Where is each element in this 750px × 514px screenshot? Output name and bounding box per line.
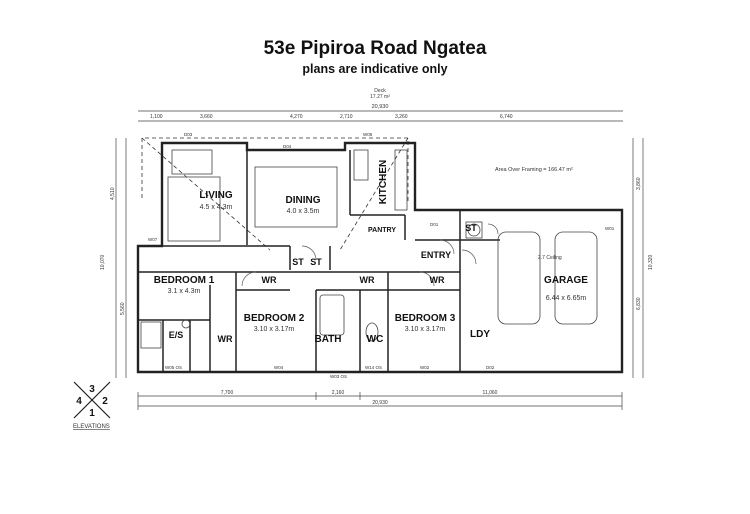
top-dimensions: 20,930 1,100 3,660 4,270 2,710 3,260 6,7… — [138, 88, 623, 122]
room-living-size: 4.5 x 4.3m — [200, 204, 233, 211]
room-bedroom-1: BEDROOM 1 — [154, 275, 215, 286]
room-labels: LIVING 4.5 x 4.3m DINING 4.0 x 3.5m KITC… — [154, 160, 589, 345]
bottom-dimensions: 7,700 2,160 11,060 20,930 — [137, 390, 623, 410]
window-door-tags: D03 D04 W05 W07 D01 W01 W02 D02 W03 OS W… — [148, 132, 615, 379]
elevation-2: 2 — [102, 396, 108, 407]
left-dim-3: 5,560 — [120, 302, 126, 315]
bottom-dim-2: 2,160 — [332, 390, 345, 396]
room-wardrobe-1: WR — [218, 334, 233, 344]
car-outline-2 — [554, 231, 598, 325]
room-dining-size: 4.0 x 3.5m — [287, 208, 320, 215]
room-kitchen: KITCHEN — [378, 160, 389, 204]
bath-tub — [319, 294, 345, 336]
room-store-1: ST — [292, 257, 304, 267]
top-dim-4: 2,710 — [340, 114, 353, 120]
room-laundry: LDY — [470, 329, 490, 340]
elevation-1: 1 — [89, 408, 95, 419]
tag-w01: W01 — [605, 226, 615, 231]
interior-walls — [138, 150, 500, 372]
top-dim-3: 4,270 — [290, 114, 303, 120]
room-store-3: ST — [465, 223, 477, 233]
door-swings — [241, 223, 499, 287]
room-bedroom-2-size: 3.10 x 3.17m — [254, 326, 295, 333]
top-dim-2: 3,660 — [200, 114, 213, 120]
room-wardrobe-4: WR — [430, 275, 445, 285]
tag-w14: W14 OS — [365, 365, 382, 370]
tag-d03: D03 — [184, 132, 193, 137]
room-wc: WC — [367, 334, 384, 345]
elevation-3: 3 — [89, 384, 95, 395]
right-dimensions: 3,860 10,320 6,830 — [632, 138, 654, 378]
tag-w05: W05 — [363, 132, 373, 137]
room-bedroom-3-size: 3.10 x 3.17m — [405, 326, 446, 333]
right-dim-2: 10,320 — [648, 254, 654, 270]
room-wardrobe-2: WR — [262, 275, 277, 285]
left-dim-1: 4,510 — [110, 187, 116, 200]
tag-w07: W07 — [148, 237, 158, 242]
area-over-framing-note: Area Over Framing = 166.47 m² — [495, 167, 573, 173]
deck-outline — [141, 137, 409, 202]
elevation-4: 4 — [76, 396, 82, 407]
bottom-dim-1: 7,700 — [221, 390, 234, 396]
room-wardrobe-3: WR — [360, 275, 375, 285]
right-dim-1: 3,860 — [636, 177, 642, 190]
ceiling-note: 2.7 Ceiling — [538, 255, 562, 261]
tag-d01: D01 — [430, 222, 439, 227]
tag-w05-os: W05 OS — [165, 365, 182, 370]
living-furniture — [167, 176, 221, 242]
overall-width-bottom: 20,930 — [372, 400, 388, 406]
tag-d02: D02 — [486, 365, 495, 370]
room-bedroom-2: BEDROOM 2 — [244, 313, 305, 324]
room-dining: DINING — [286, 195, 321, 206]
room-entry: ENTRY — [421, 250, 451, 260]
toilet — [365, 322, 379, 342]
top-dim-6: 6,740 — [500, 114, 513, 120]
deck-area: 17.27 m² — [370, 94, 390, 100]
room-pantry: PANTRY — [368, 227, 396, 234]
room-garage: GARAGE — [544, 275, 588, 286]
fixtures — [140, 149, 598, 349]
top-dim-1: 1,100 — [150, 114, 163, 120]
left-dimensions: 4,510 10,070 5,560 — [100, 138, 127, 378]
deck-diagonal — [141, 137, 271, 251]
tag-w03: W03 OS — [330, 374, 347, 379]
car-outline-1 — [497, 231, 541, 325]
top-dim-5: 3,260 — [395, 114, 408, 120]
dining-table — [254, 166, 338, 228]
plan-title: 53e Pipiroa Road Ngatea — [263, 38, 487, 59]
kitchen-bench — [394, 149, 408, 211]
bottom-dim-3: 11,060 — [483, 390, 498, 396]
room-ensuite: E/S — [169, 330, 184, 340]
overall-width-top: 20,930 — [372, 104, 389, 110]
room-store-2: ST — [310, 257, 322, 267]
tag-w04: W04 — [274, 365, 284, 370]
room-bedroom-3: BEDROOM 3 — [395, 313, 456, 324]
tag-w02: W02 — [420, 365, 430, 370]
hot-water-cylinder — [467, 223, 481, 237]
room-garage-size: 6.44 x 6.65m — [546, 295, 587, 302]
deck-label: Deck — [374, 88, 386, 94]
room-bath: BATH — [314, 334, 341, 345]
tag-d04: D04 — [283, 144, 292, 149]
left-dim-2: 10,070 — [100, 254, 106, 270]
plan-subtitle: plans are indicative only — [302, 62, 448, 76]
elevations-key: 3 4 2 1 ELEVATIONS — [73, 381, 111, 430]
elevations-label: ELEVATIONS — [73, 424, 110, 430]
room-living: LIVING — [199, 190, 233, 201]
right-dim-3: 6,830 — [636, 297, 642, 310]
room-bedroom-1-size: 3.1 x 4.3m — [168, 288, 201, 295]
